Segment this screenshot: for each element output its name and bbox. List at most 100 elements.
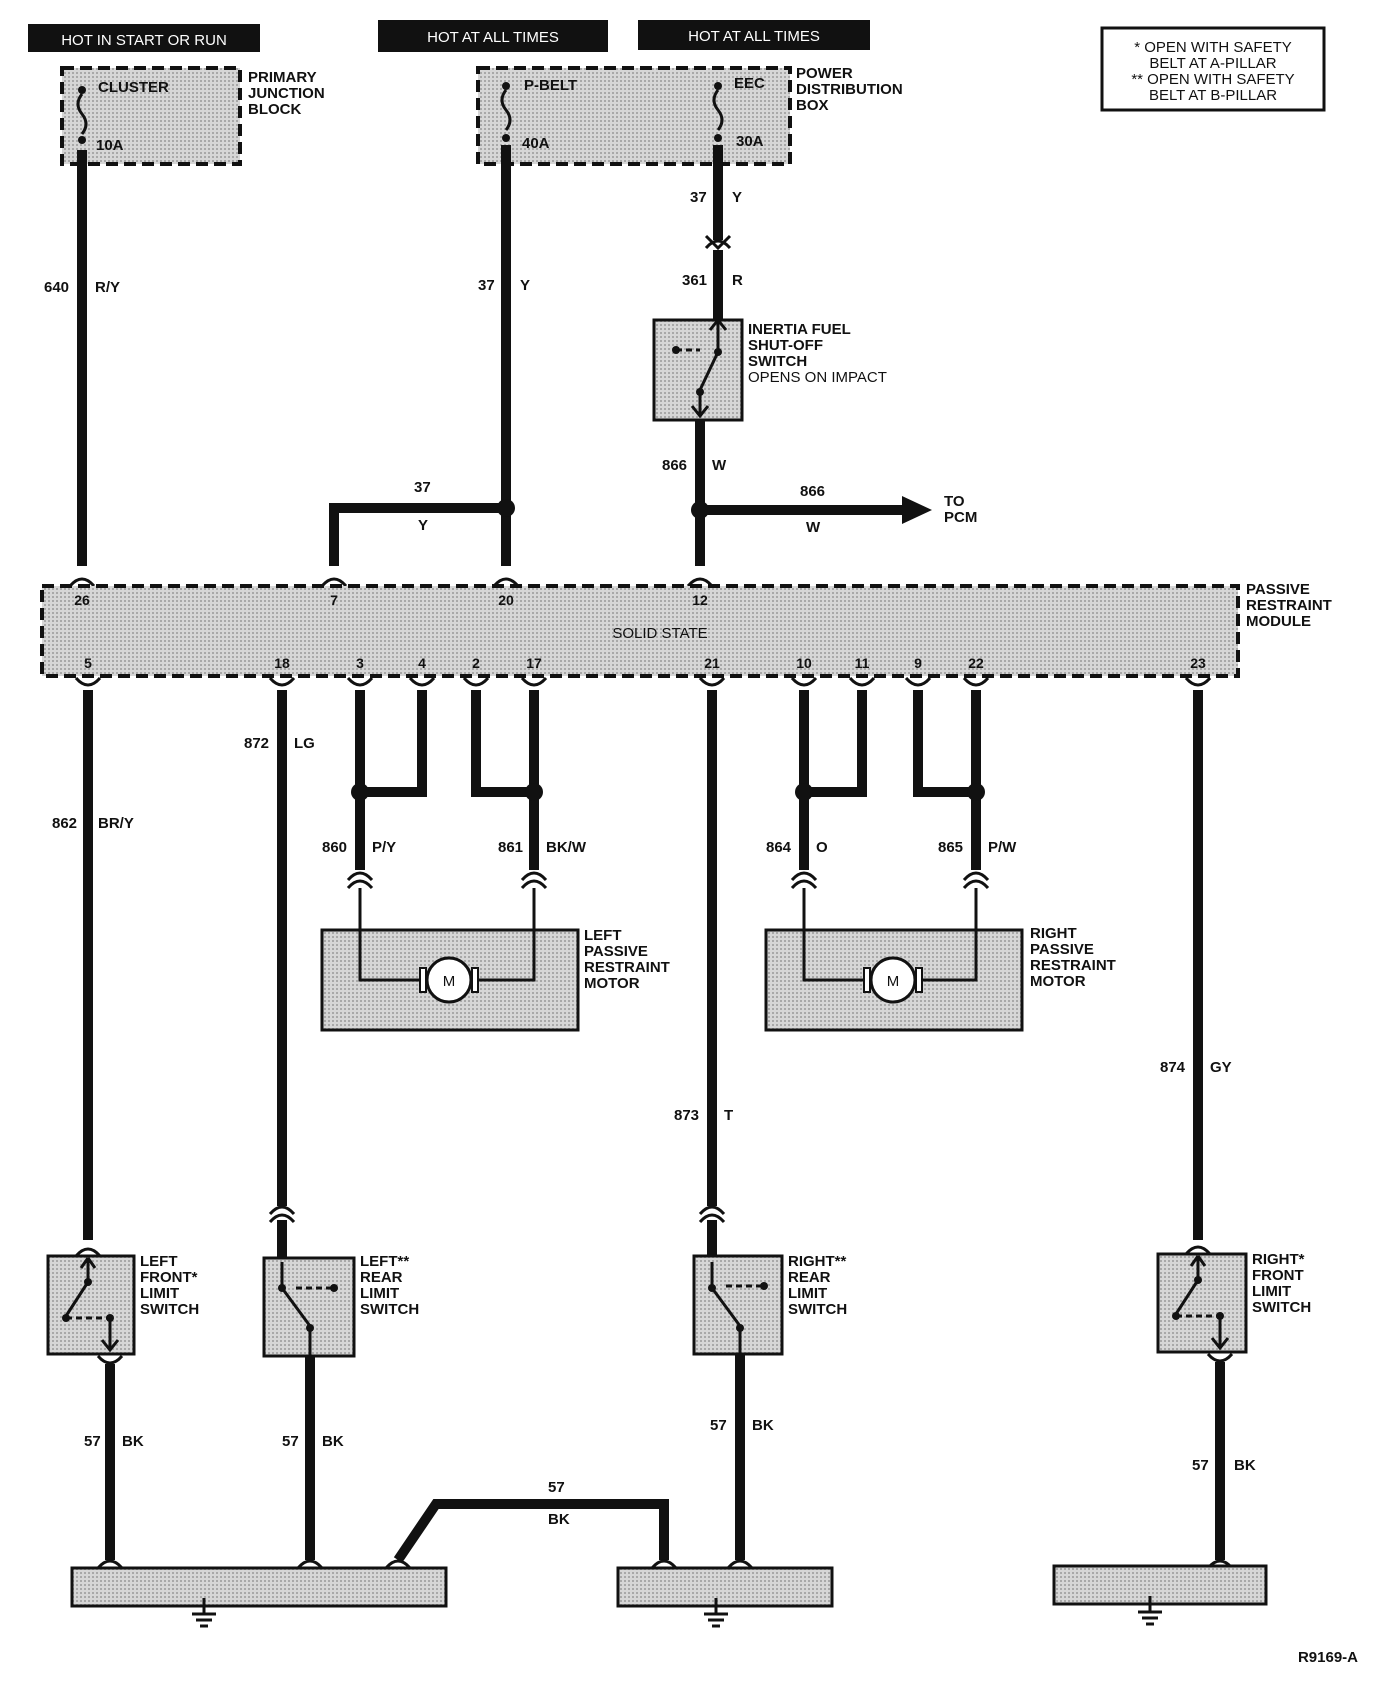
diagram-label: 3	[356, 655, 364, 671]
diagram-label: 12	[692, 592, 708, 608]
diagram-label: SWITCH	[1252, 1299, 1311, 1316]
diagram-label: RIGHT**	[788, 1253, 847, 1270]
diagram-label: EEC	[734, 75, 765, 92]
left-rear-limit-switch	[262, 1256, 356, 1358]
inertia-fuel-switch	[652, 318, 744, 422]
fuse-icon	[712, 82, 724, 142]
diagram-label: 10	[796, 655, 812, 671]
diagram-label: MODULE	[1246, 613, 1311, 630]
diagram-label: P/W	[988, 839, 1017, 856]
diagram-label: BK	[122, 1433, 144, 1450]
diagram-label: 5	[84, 655, 92, 671]
diagram-label: W	[806, 519, 821, 536]
diagram-label: Y	[732, 189, 742, 206]
diagram-label: 37	[690, 189, 707, 206]
ground-wire-3	[393, 1499, 669, 1563]
diagram-label: PRIMARY	[248, 69, 317, 86]
diagram-label: Y	[520, 277, 530, 294]
ground-icon	[1138, 1596, 1162, 1626]
diagram-label: DISTRIBUTION	[796, 81, 903, 98]
diagram-label: HOT AT ALL TIMES	[427, 29, 559, 46]
diagram-label: CLUSTER	[98, 79, 169, 96]
diagram-label: 861	[498, 839, 523, 856]
diagram-label: 10A	[96, 137, 124, 154]
diagram-label: * OPEN WITH SAFETY	[1134, 39, 1292, 56]
ground-bus-center	[616, 1566, 834, 1628]
diagram-label: INERTIA FUEL	[748, 321, 851, 338]
diagram-label: BK	[548, 1511, 570, 1528]
diagram-label: 57	[84, 1433, 101, 1450]
passive-restraint-module: 26 7 20 12 SOLID STATE 5 18 3 4 2 17 21 …	[40, 584, 1240, 678]
connector-icon	[268, 1205, 296, 1224]
legend-box: * OPEN WITH SAFETY BELT AT A-PILLAR ** O…	[1100, 26, 1326, 112]
diagram-label: RESTRAINT	[1246, 597, 1332, 614]
diagram-label: FRONT	[1252, 1267, 1304, 1284]
diagram-label: GY	[1210, 1059, 1232, 1076]
diagram-label: BK/W	[546, 839, 587, 856]
diagram-label: 866	[662, 457, 687, 474]
ground-bus-left	[70, 1566, 448, 1628]
header-hot-all-times-1: HOT AT ALL TIMES	[378, 20, 608, 52]
motor-icon	[869, 956, 917, 1004]
diagram-label: LEFT	[140, 1253, 178, 1270]
diagram-label: PASSIVE	[1030, 941, 1094, 958]
diagram-label: 862	[52, 815, 77, 832]
diagram-label: 640	[44, 279, 69, 296]
diagram-label: PCM	[944, 509, 977, 526]
ground-bus-right	[1052, 1564, 1268, 1626]
left-front-limit-switch	[46, 1247, 136, 1365]
diagram-label: 874	[1160, 1059, 1186, 1076]
diagram-label: 37	[478, 277, 495, 294]
diagram-label: W	[712, 457, 727, 474]
diagram-label: SWITCH	[140, 1301, 199, 1318]
diagram-label: RIGHT*	[1252, 1251, 1305, 1268]
ground-connectors	[96, 1559, 1234, 1570]
diagram-label: 20	[498, 592, 514, 608]
diagram-label: LIMIT	[140, 1285, 179, 1302]
diagram-label: ** OPEN WITH SAFETY	[1131, 71, 1294, 88]
diagram-label: LIMIT	[788, 1285, 827, 1302]
wire-860-pin4	[360, 690, 427, 797]
diagram-label: SWITCH	[360, 1301, 419, 1318]
diagram-label: POWER	[796, 65, 853, 82]
diagram-label: TO	[944, 493, 965, 510]
diagram-label: 40A	[522, 135, 550, 152]
diagram-label: 860	[322, 839, 347, 856]
ground-icon	[192, 1598, 216, 1628]
diagram-label: 873	[674, 1107, 699, 1124]
diagram-label: 37	[414, 479, 431, 496]
fuse-icon	[76, 86, 88, 144]
diagram-label: SOLID STATE	[612, 625, 707, 642]
diagram-label: 57	[282, 1433, 299, 1450]
diagram-label: HOT AT ALL TIMES	[688, 28, 820, 45]
diagram-label: SWITCH	[748, 353, 807, 370]
diagram-label: R/Y	[95, 279, 120, 296]
diagram-label: 26	[74, 592, 90, 608]
diagram-label: LG	[294, 735, 315, 752]
diagram-label: 7	[330, 592, 338, 608]
diagram-label: BR/Y	[98, 815, 134, 832]
right-rear-limit-switch	[692, 1254, 784, 1356]
fuse-icon	[500, 82, 512, 142]
left-passive-restraint-motor: M	[320, 888, 580, 1032]
diagram-label: M	[887, 973, 900, 990]
diagram-label: 865	[938, 839, 963, 856]
diagram-label: 872	[244, 735, 269, 752]
wire-37-branch	[329, 503, 506, 566]
diagram-label: 361	[682, 272, 707, 289]
diagram-label: JUNCTION	[248, 85, 325, 102]
diagram-label: 18	[274, 655, 290, 671]
diagram-label: HOT IN START OR RUN	[61, 32, 227, 49]
diagram-label: 864	[766, 839, 792, 856]
header-hot-start-run: HOT IN START OR RUN	[28, 24, 260, 52]
diagram-label: OPENS ON IMPACT	[748, 369, 887, 386]
diagram-label: BK	[322, 1433, 344, 1450]
diagram-label: 22	[968, 655, 984, 671]
connector-icon	[704, 234, 732, 251]
diagram-label: SWITCH	[788, 1301, 847, 1318]
diagram-label: LEFT**	[360, 1253, 409, 1270]
diagram-label: T	[724, 1107, 733, 1124]
diagram-label: SHUT-OFF	[748, 337, 823, 354]
diagram-label: BELT AT B-PILLAR	[1149, 87, 1277, 104]
